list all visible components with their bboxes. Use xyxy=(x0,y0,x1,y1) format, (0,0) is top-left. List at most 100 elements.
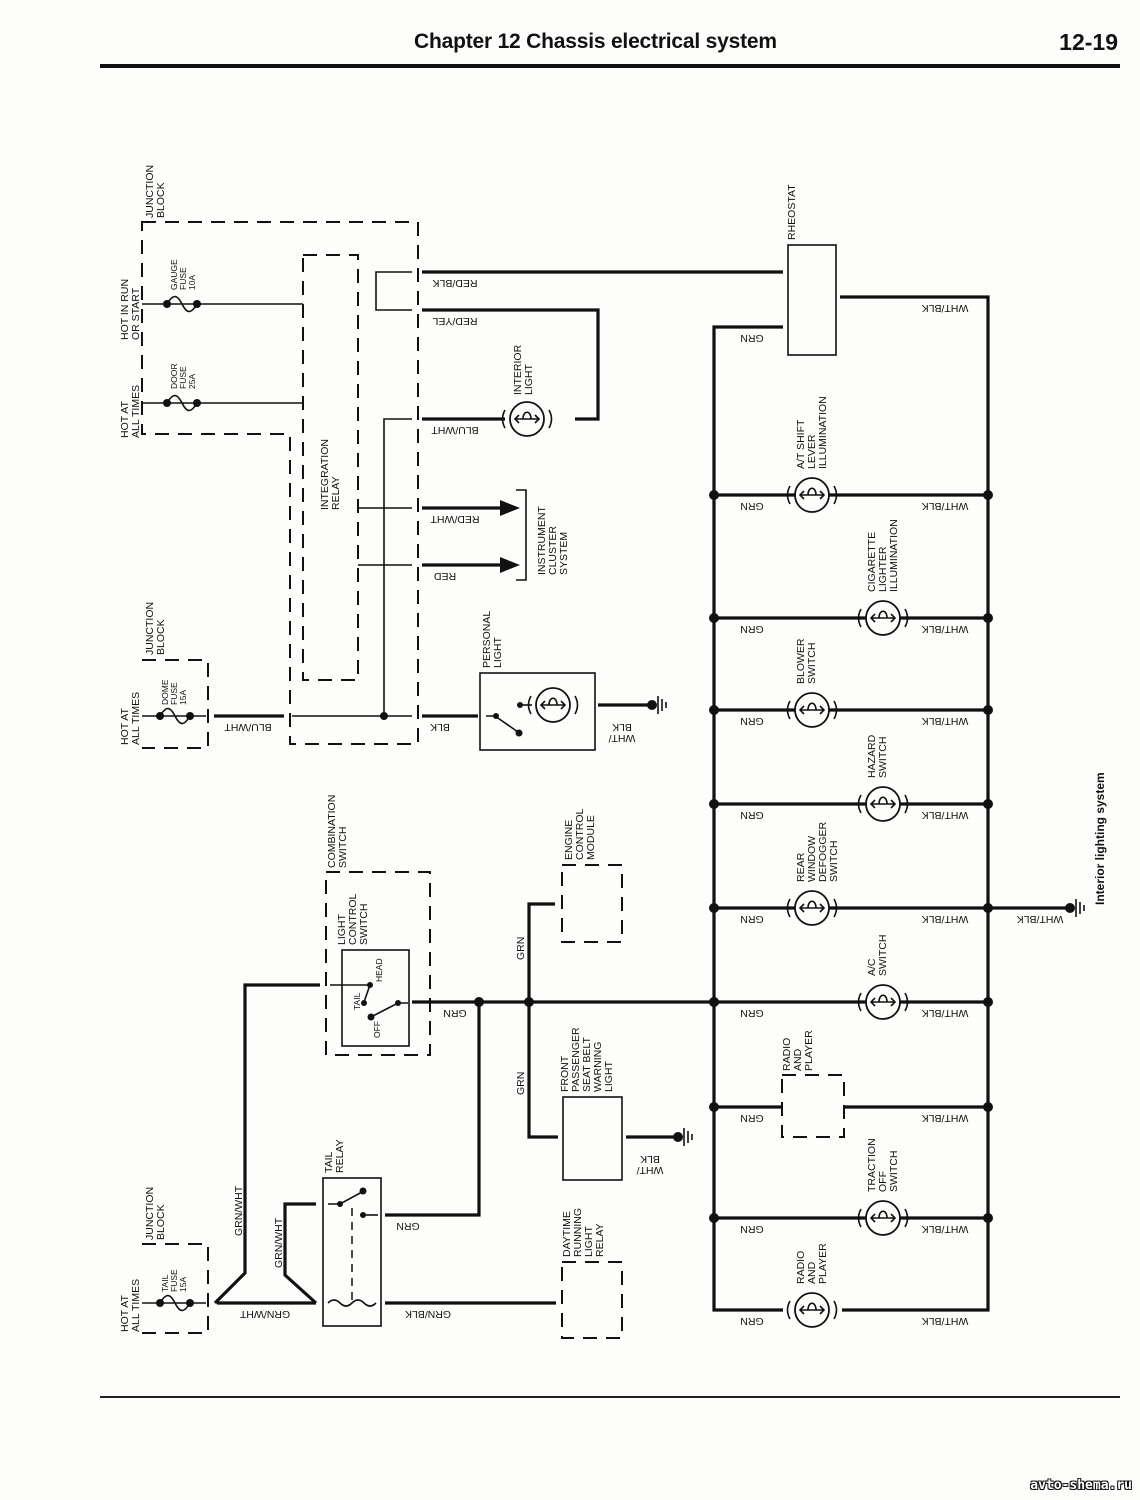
junction-dot xyxy=(709,1102,719,1112)
wire-label-grn: GRN xyxy=(740,500,763,512)
wire-seatbelt-grn xyxy=(527,1002,558,1139)
door-fuse-label: DOORFUSE25A xyxy=(169,364,197,390)
wire-label-wht-blk-seatbelt: WHT/BLK xyxy=(637,1153,664,1176)
connector-icon xyxy=(501,409,553,429)
wire-label-grn: GRN xyxy=(740,623,763,635)
wire-label-wht-blk: WHT/BLK xyxy=(922,1223,969,1235)
junction-dot xyxy=(983,799,993,809)
gauge-fuse-label: GAUGEFUSE10A xyxy=(169,259,197,290)
tail-relay-label: TAILRELAY xyxy=(323,1139,346,1173)
connector-icon xyxy=(527,695,579,715)
wire-label-wht-blk: WHT/BLK xyxy=(922,809,969,821)
ground-icon xyxy=(1075,899,1085,917)
bulb-filament xyxy=(869,1213,897,1223)
bulb-filament xyxy=(513,414,541,424)
branch-bulb xyxy=(857,1200,909,1236)
junction-dot xyxy=(983,613,993,623)
wire-label-wht-blk: WHT/BLK xyxy=(922,1315,969,1327)
branch-bulb xyxy=(857,786,909,822)
wire-label-tail-relay-grn: GRN xyxy=(396,1220,419,1232)
junction-dot xyxy=(983,997,993,1007)
wire-tail-relay-grn xyxy=(385,1002,481,1217)
drl-relay-outline xyxy=(561,1261,623,1339)
junction-block-tail-outline xyxy=(142,1243,209,1334)
wire-label-blk: BLK xyxy=(430,721,450,733)
chapter-title: Chapter 12 Chassis electrical system xyxy=(414,30,777,53)
junction-dot xyxy=(709,1213,719,1223)
junction-dot xyxy=(983,1102,993,1112)
junction-dot xyxy=(983,490,993,500)
wire-label-grn-wht-2: GRN/WHT xyxy=(273,1217,285,1268)
seatbelt-light-label: FRONTPASSENGERSEAT BELTWARNINGLIGHT xyxy=(559,1027,615,1092)
branch-label: RADIOANDPLAYER xyxy=(795,1243,829,1284)
bulb-filament xyxy=(869,613,897,623)
wire-label-red-yel: RED/YEL xyxy=(432,315,477,327)
wire-label-wht-blk: WHT/BLK xyxy=(922,1007,969,1019)
junction-block-dome-outline xyxy=(142,659,209,749)
page-number: 12-19 xyxy=(1059,29,1118,55)
fuse-element xyxy=(166,394,198,412)
connector-icon xyxy=(857,794,909,814)
ecm-label: ENGINECONTROLMODULE xyxy=(563,809,597,860)
personal-light-label: PERSONALLIGHT xyxy=(481,611,504,668)
bulb-filament xyxy=(798,490,826,500)
wire-label-ecm-grn: GRN xyxy=(515,937,527,960)
gauge-fuse-icon xyxy=(163,295,201,313)
watermark: avto-shema.ru xyxy=(1030,1478,1132,1493)
wire-ecm-grn xyxy=(527,902,555,1002)
door-fuse-icon xyxy=(163,394,201,412)
wire-label-rheostat-grn: GRN xyxy=(740,332,763,344)
ground-terminal xyxy=(647,700,657,710)
light-control-switch-label: LIGHTCONTROLSWITCH xyxy=(336,894,370,945)
rheostat-label: RHEOSTAT xyxy=(786,184,798,240)
connector-icon xyxy=(857,608,909,628)
bulb-loop xyxy=(878,610,888,619)
wire-label-grn: GRN xyxy=(740,1007,763,1019)
connector-icon xyxy=(786,898,838,918)
connector-icon xyxy=(857,992,909,1012)
junction-dot xyxy=(709,705,719,715)
rheostat-box xyxy=(787,244,837,356)
bulb-loop xyxy=(548,697,558,706)
wire-label-grn: GRN xyxy=(740,1315,763,1327)
bulb-loop xyxy=(807,900,817,909)
bulb-filament xyxy=(869,799,897,809)
branch-bulb xyxy=(857,600,909,636)
seatbelt-ground xyxy=(673,1128,693,1146)
junction-dot xyxy=(709,997,719,1007)
wire-label-blu-wht-interior: BLU/WHT xyxy=(431,424,479,436)
wire-label-seatbelt-grn: GRN xyxy=(515,1072,527,1095)
wire-label-blu-wht-dome: BLU/WHT xyxy=(224,721,272,733)
bulb-loop xyxy=(522,411,532,420)
tail-relay-box xyxy=(322,1177,382,1327)
wire-label-wht-blk: WHT/BLK xyxy=(922,500,969,512)
radio-module-outline xyxy=(781,1074,845,1138)
header-rule xyxy=(100,64,1120,68)
radio-module-mask xyxy=(782,1075,844,1137)
branch-bulb xyxy=(786,890,838,926)
instrument-cluster-label: INSTRUMENTCLUSTERSYSTEM xyxy=(536,506,570,575)
source-hot-at-all-times-label: HOT ATALL TIMES xyxy=(119,385,142,438)
junction-dot xyxy=(709,799,719,809)
dome-fuse-icon xyxy=(156,707,194,725)
wire-label-ground-main: WHT/BLK xyxy=(1017,913,1064,925)
ground-icon xyxy=(657,696,667,714)
wire-label-grn: GRN xyxy=(740,1223,763,1235)
wire-label-switch-out: GRN xyxy=(443,1007,466,1019)
wire-label-wht-blk: WHT/BLK xyxy=(922,715,969,727)
branch-bulb xyxy=(786,1292,838,1328)
wire-label-grn: GRN xyxy=(740,715,763,727)
personal-light-bulb xyxy=(527,687,579,723)
bulb-filament xyxy=(539,700,567,710)
diagram-caption: Interior lighting system xyxy=(1093,772,1107,905)
bulb-filament xyxy=(798,903,826,913)
ground-terminal xyxy=(673,1132,683,1142)
wire-label-rheostat-out: WHT/BLK xyxy=(922,302,969,314)
bulb-loop xyxy=(878,796,888,805)
bulb-loop xyxy=(878,994,888,1003)
tail-fuse-label: TAILFUSE15A xyxy=(160,1269,188,1292)
branch-label: A/T SHIFTLEVERILLUMINATION xyxy=(795,396,829,469)
personal-light-box xyxy=(479,672,596,751)
footer-rule xyxy=(100,1396,1120,1398)
